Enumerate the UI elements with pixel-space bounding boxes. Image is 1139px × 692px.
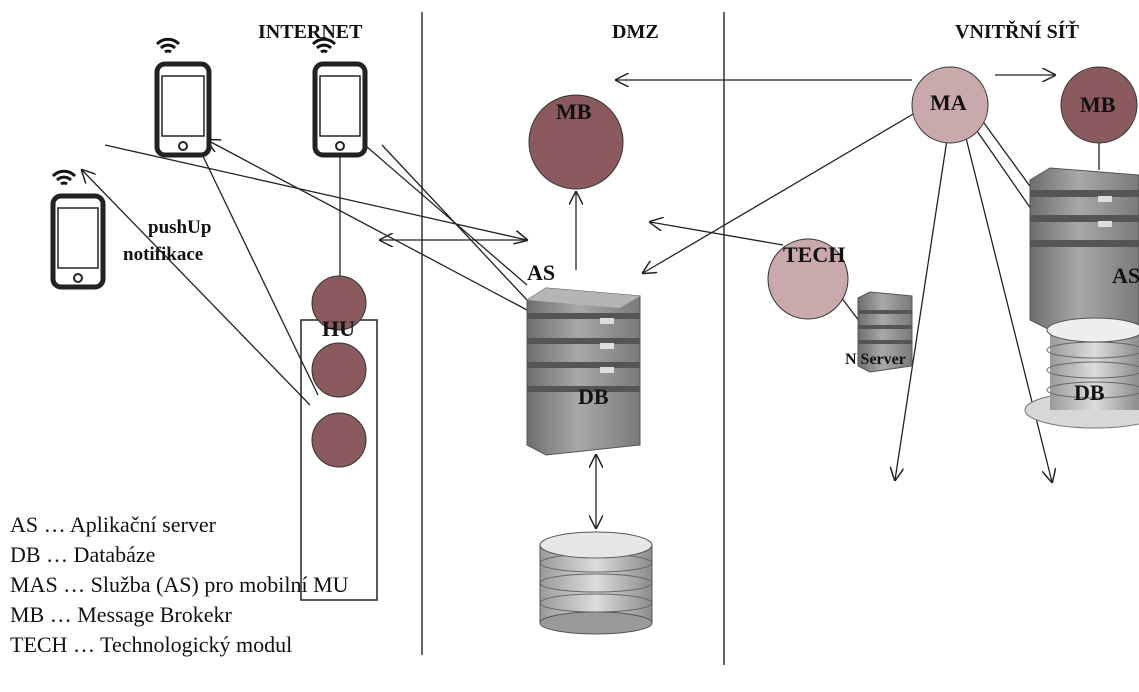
ma-circle	[911, 66, 989, 144]
as-dmz-label: AS	[527, 260, 555, 285]
tech-circle	[767, 238, 849, 320]
hu-circle-bottom	[311, 412, 367, 468]
mb-dmz-circle	[528, 94, 624, 190]
db-dmz-label: DB	[578, 384, 609, 409]
zone-title-internal: VNITŘNÍ SÍŤ	[955, 19, 1080, 43]
mb-internal-label: MB	[1080, 92, 1116, 117]
as-dmz-server	[526, 287, 641, 456]
as-internal-server	[1029, 167, 1139, 341]
phone-2	[311, 37, 368, 158]
n-server-label: N Server	[845, 351, 906, 368]
hu-circle-middle	[311, 342, 367, 398]
hu-circle-top	[311, 275, 367, 331]
legend-item-tech: TECH … Technologický modul	[10, 632, 293, 657]
legend-item-mb: MB … Message Brokekr	[10, 602, 232, 627]
n-server	[857, 291, 913, 373]
push-label-line1: pushUp	[148, 217, 211, 238]
wifi-icon	[155, 37, 181, 54]
push-label-line2: notifikace	[123, 244, 203, 265]
legend-item-as: AS … Aplikační server	[10, 512, 216, 537]
legend: AS … Aplikační server DB … Databáze MAS …	[10, 510, 349, 660]
tech-label: TECH	[783, 242, 845, 267]
db-internal-cylinder	[1024, 317, 1139, 429]
zone-title-internet: INTERNET	[258, 21, 363, 43]
db-internal-label: DB	[1074, 380, 1105, 405]
wifi-icon	[311, 37, 337, 54]
hu-label: HU	[322, 316, 355, 341]
ma-label: MA	[930, 90, 967, 115]
db-dmz-cylinder	[539, 531, 653, 635]
phone-1	[154, 37, 212, 158]
wifi-icon	[51, 169, 77, 186]
as-internal-label: AS	[1112, 263, 1139, 288]
mb-dmz-label: MB	[556, 99, 592, 124]
legend-item-db: DB … Databáze	[10, 542, 156, 567]
phone-3	[50, 169, 106, 290]
zone-title-dmz: DMZ	[612, 21, 659, 43]
legend-item-mas: MAS … Služba (AS) pro mobilní MU	[10, 572, 349, 597]
